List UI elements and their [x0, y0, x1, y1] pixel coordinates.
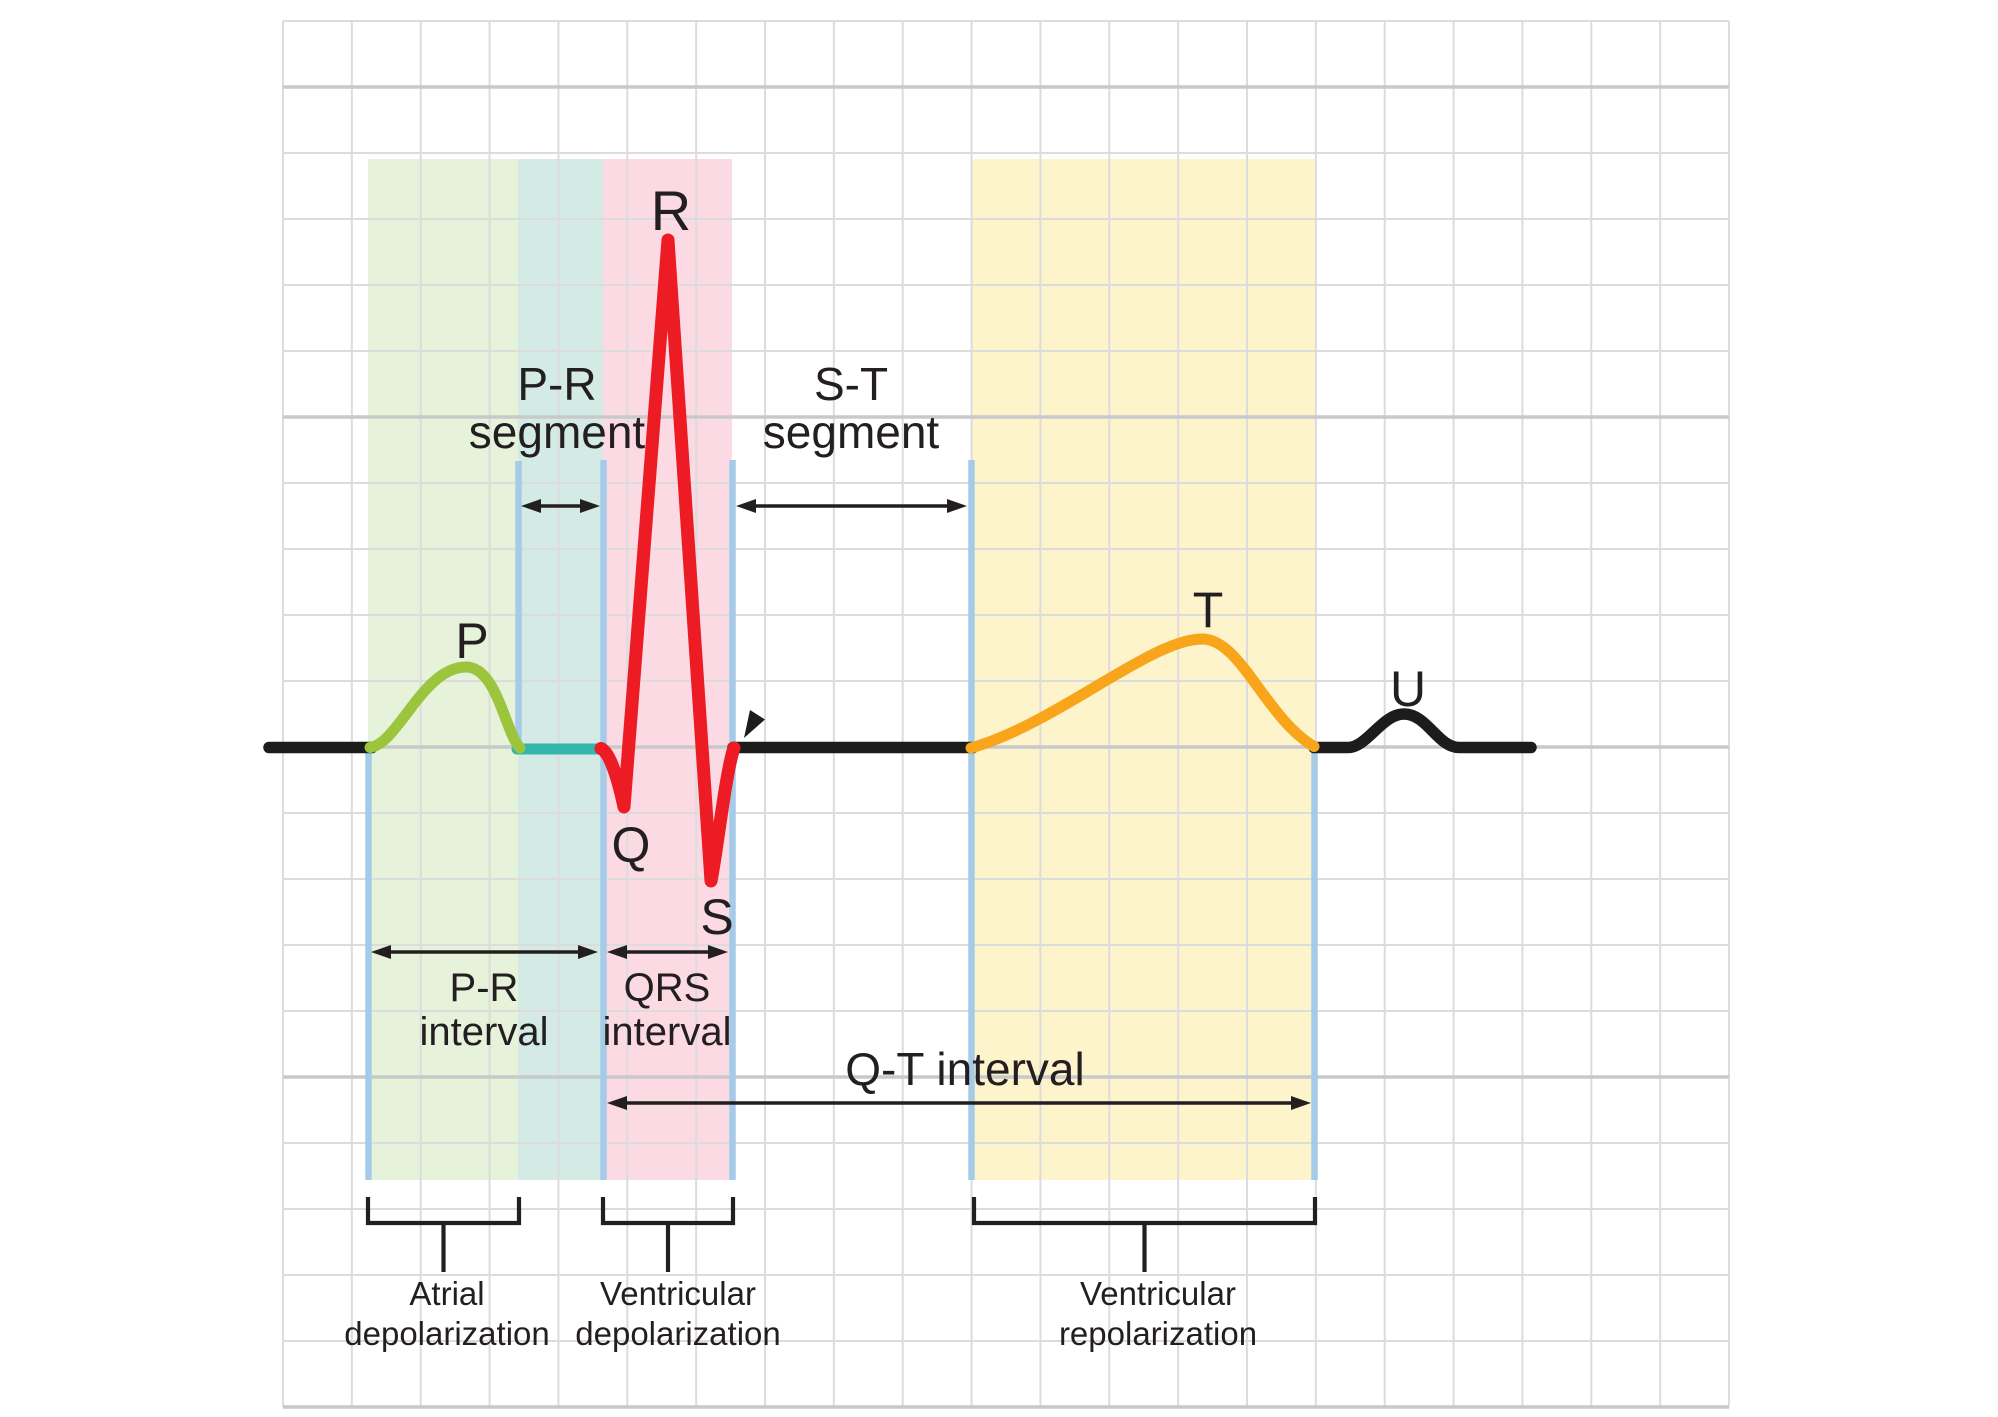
measurement-arrows [371, 499, 1311, 1110]
ventricular-depolarization-label-line2: depolarization [575, 1315, 781, 1352]
wave-label-u: U [1389, 661, 1427, 717]
ventricular-depolarization-label-line1: Ventricular [600, 1275, 756, 1312]
pr-interval-label: P-R interval [420, 966, 549, 1054]
trace-qrs-complex [594, 233, 741, 888]
trace-u-wave [1308, 708, 1537, 754]
pr-segment-label-line2: segment [468, 406, 646, 458]
qt-interval-label: Q-T interval [845, 1043, 1085, 1095]
wave-label-q: Q [611, 817, 651, 873]
trace-t-wave [965, 633, 1320, 754]
pr-segment-arrow [521, 499, 600, 513]
ventricular-depolarization-brace [600, 1197, 736, 1272]
ecg-trace [263, 233, 1537, 888]
ventricular-depolarization-label: Ventricular depolarization [575, 1274, 780, 1354]
wave-label-t: T [1192, 582, 1224, 638]
wave-label-p: P [455, 613, 489, 669]
atrial-depolarization-label-line2: depolarization [344, 1315, 550, 1352]
st-segment-arrow [736, 499, 967, 513]
qrs-interval-label-line2: interval [602, 1010, 732, 1054]
st-segment-label-line2: segment [762, 406, 940, 458]
qrs-interval-arrow [607, 945, 728, 959]
phase-bands [368, 159, 1315, 1180]
atrial-depolarization-label: Atrial depolarization [344, 1274, 549, 1354]
j-point-marker-icon [744, 710, 765, 738]
ventricular-repolarization-label-line1: Ventricular [1080, 1275, 1236, 1312]
atrial-depolarization-label-line1: Atrial [409, 1275, 485, 1312]
qt-interval-arrow [607, 1096, 1311, 1110]
pr-interval-label-line2: interval [419, 1010, 549, 1054]
ventricular-repolarization-label: Ventricular repolarization [1059, 1274, 1257, 1354]
atrial-depolarization-brace [365, 1197, 522, 1272]
pr-segment-label-line1: P-R [517, 358, 597, 410]
pr-interval-label-line1: P-R [449, 966, 519, 1010]
ventricular-repolarization-brace [971, 1197, 1318, 1272]
trace-p-wave [364, 661, 526, 754]
band-t-wave [971, 159, 1315, 1180]
st-segment-label: S-T segment [763, 360, 939, 456]
braces [365, 1197, 1318, 1272]
qrs-interval-label-line1: QRS [623, 966, 711, 1010]
pr-segment-label: P-R segment [469, 360, 645, 456]
qrs-interval-label: QRS interval [603, 966, 732, 1054]
wave-label-r: R [650, 179, 692, 242]
st-segment-label-line1: S-T [813, 358, 889, 410]
wave-label-s: S [700, 889, 734, 945]
ventricular-repolarization-label-line2: repolarization [1058, 1315, 1258, 1352]
band-pr-segment [518, 159, 603, 1180]
boundary-lines [365, 460, 1318, 1180]
pr-interval-arrow [371, 945, 598, 959]
